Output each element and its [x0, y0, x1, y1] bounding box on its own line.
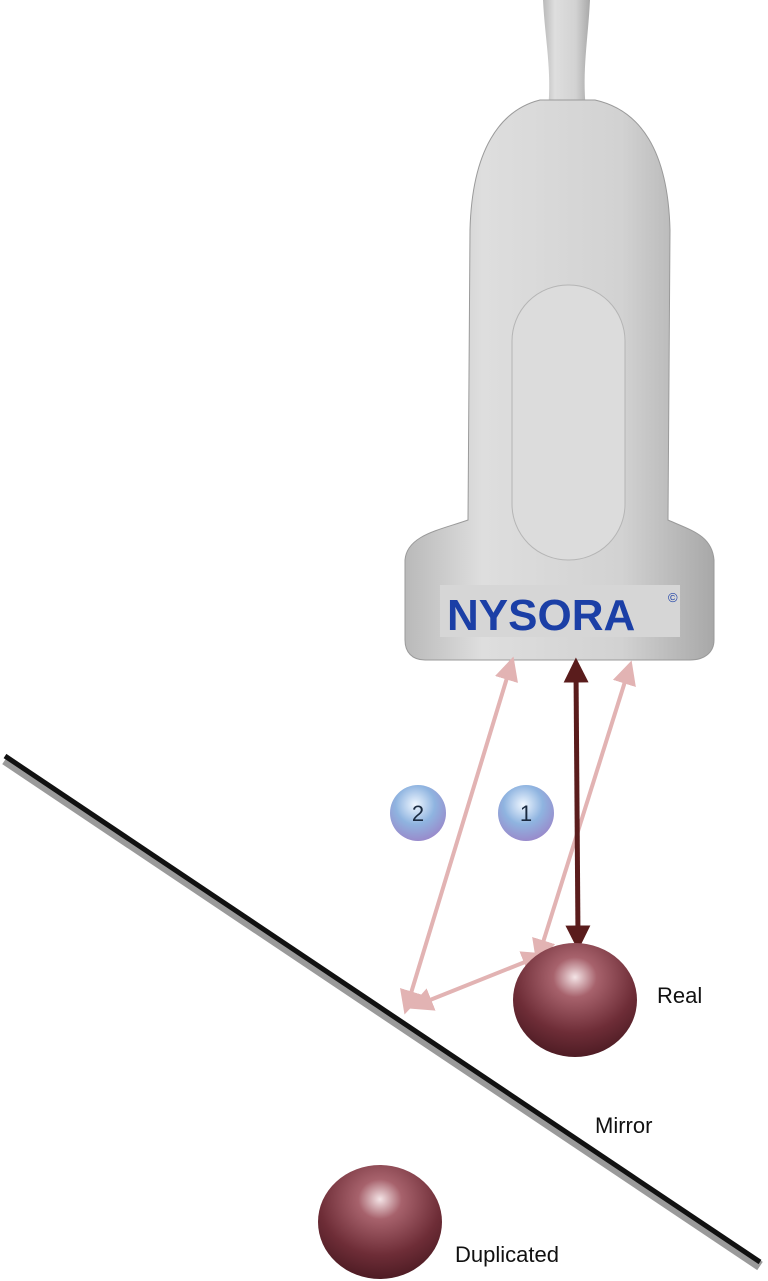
ultrasound-probe: NYSORA © — [404, 0, 715, 661]
svg-text:2: 2 — [412, 801, 424, 826]
mirror-to-object-path — [408, 951, 547, 1011]
probe-window — [511, 284, 626, 561]
brand-plate — [440, 585, 680, 637]
duplicated-label: Duplicated — [455, 1242, 559, 1267]
svg-text:1: 1 — [520, 801, 532, 826]
real-object — [513, 943, 637, 1057]
brand-logo: NYSORA — [447, 591, 635, 640]
sound-paths — [400, 656, 636, 1015]
copyright-mark: © — [668, 590, 678, 605]
duplicated-object — [318, 1165, 442, 1279]
marker-1: 1 — [498, 785, 554, 841]
mirror-label: Mirror — [595, 1113, 652, 1138]
probe-cable — [543, 0, 590, 110]
marker-2: 2 — [390, 785, 446, 841]
real-label: Real — [657, 983, 702, 1008]
direct-path — [563, 657, 591, 951]
mirror — [2, 753, 763, 1271]
reflected-path-2 — [400, 656, 518, 1015]
